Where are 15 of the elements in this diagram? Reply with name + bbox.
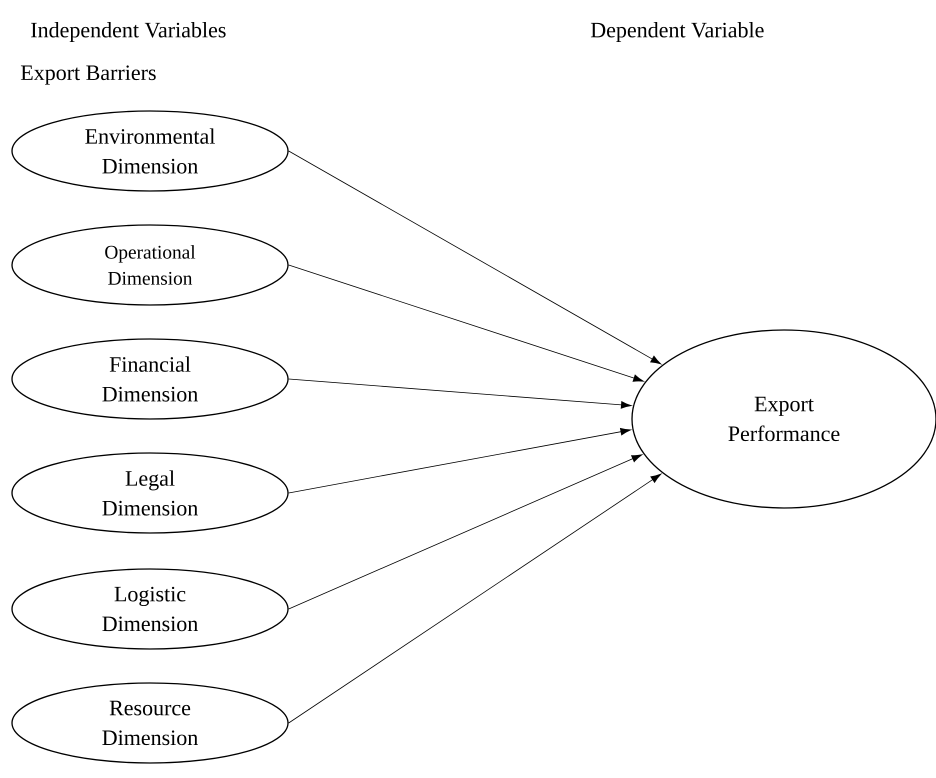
ellipse-node: Operational Dimension	[11, 224, 289, 306]
arrow	[288, 264, 644, 382]
ellipse-node: Logistic Dimension	[11, 568, 289, 650]
ellipse-node: Environmental Dimension	[11, 110, 289, 192]
arrow	[288, 378, 632, 409]
arrow	[288, 474, 662, 724]
arrow	[288, 454, 642, 610]
heading-label: Export Barriers	[20, 65, 156, 85]
ellipse-node: Legal Dimension	[11, 452, 289, 534]
ellipse-node: Resource Dimension	[11, 682, 289, 764]
heading-label: Dependent Variable	[590, 22, 764, 42]
heading-label: Independent Variables	[31, 22, 226, 42]
arrow	[288, 150, 662, 364]
arrow	[288, 428, 631, 494]
ellipse-node: Financial Dimension	[11, 338, 289, 420]
